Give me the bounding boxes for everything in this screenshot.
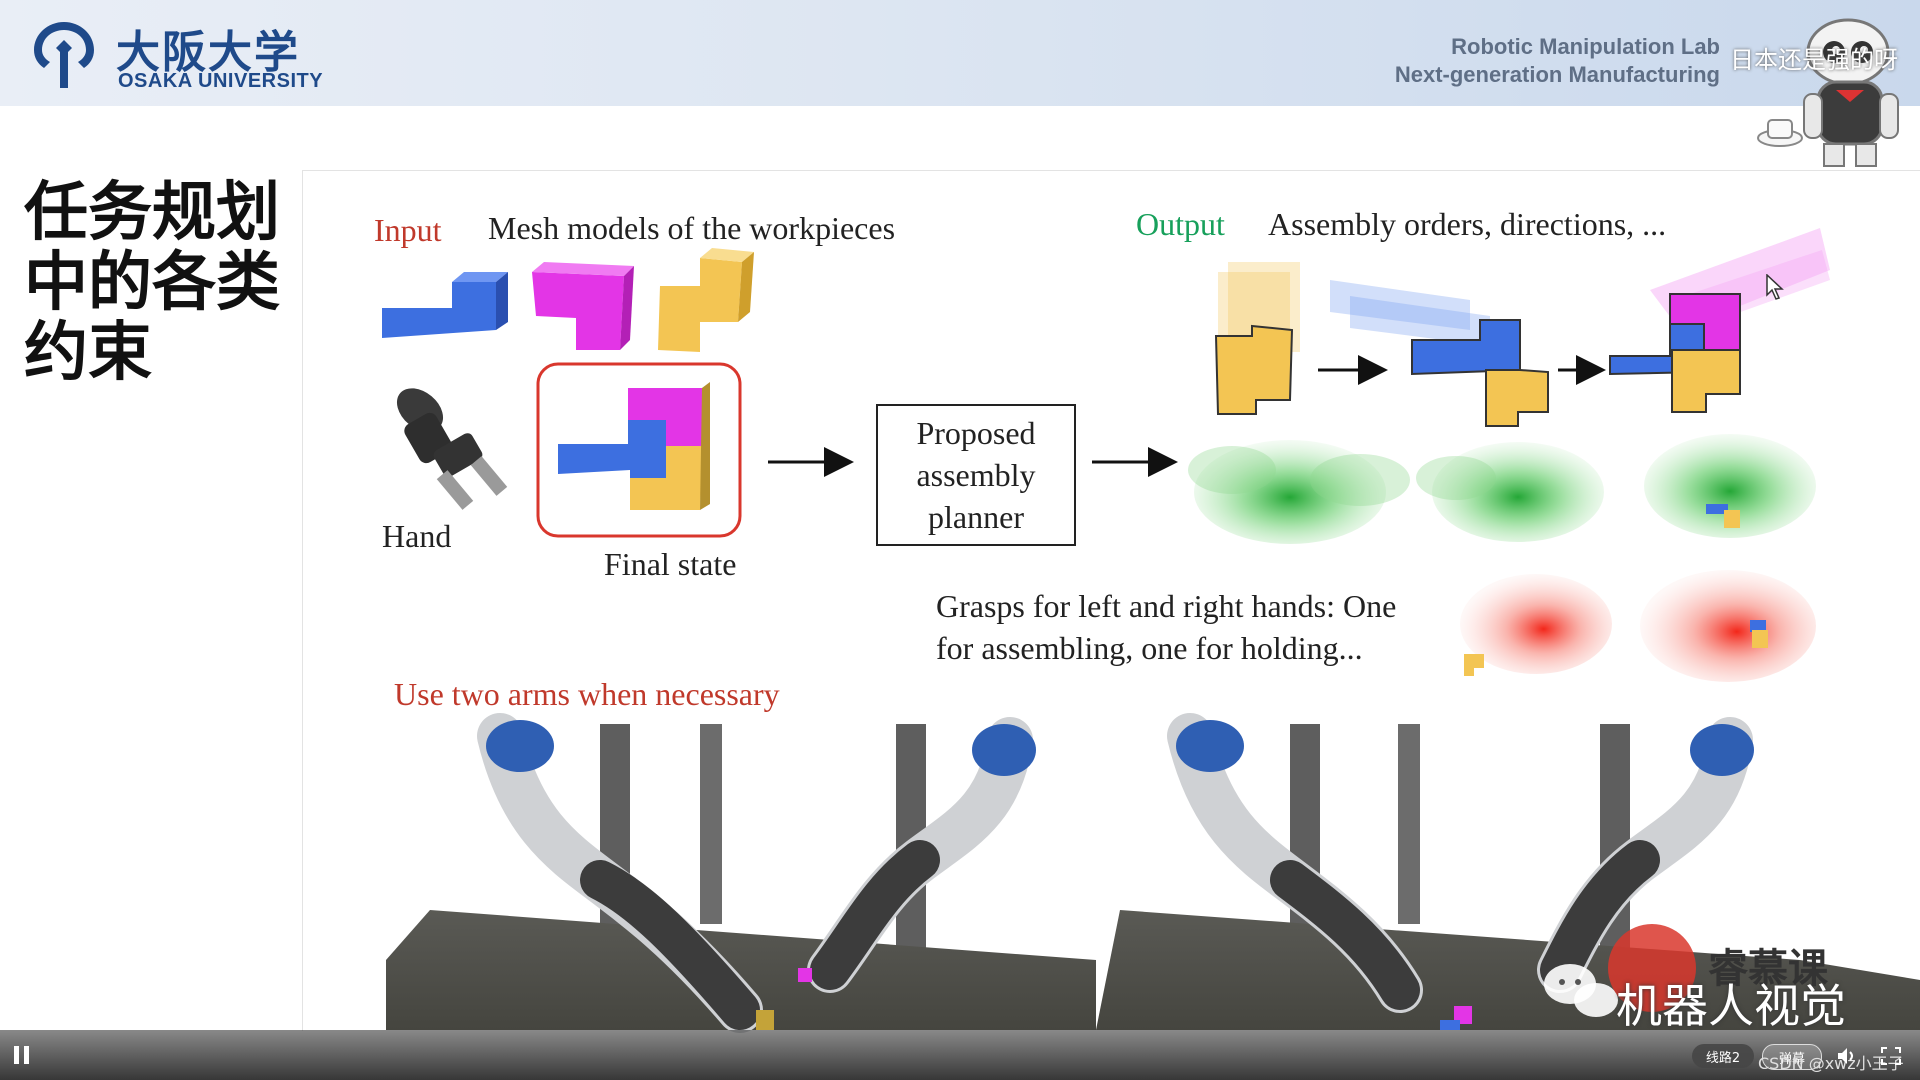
planner-line: planner [916, 496, 1035, 538]
input-description: Mesh models of the workpieces [488, 210, 895, 247]
wechat-watermark: 机器人视觉 [1616, 970, 1846, 1036]
planner-line: Proposed [916, 412, 1035, 454]
pause-icon [14, 1046, 19, 1064]
grasp-caption-line2: for assembling, one for holding... [936, 630, 1363, 667]
grasp-caption-line1: Grasps for left and right hands: One [936, 588, 1396, 625]
volume-icon[interactable] [1836, 1046, 1858, 1066]
output-description: Assembly orders, directions, ... [1268, 206, 1666, 243]
simulation-left-panel [386, 720, 1096, 1030]
grasp-cloud-green-1 [1188, 440, 1410, 544]
route-select-button[interactable]: 线路2 [1692, 1044, 1754, 1068]
output-label: Output [1136, 206, 1225, 243]
output-step1-icon [1216, 262, 1300, 414]
grasp-cloud-green-2 [1416, 442, 1604, 542]
fullscreen-icon[interactable] [1880, 1046, 1902, 1066]
final-state-label: Final state [604, 546, 736, 583]
pause-button[interactable] [14, 1046, 34, 1066]
final-state-assembly-icon [558, 382, 710, 510]
hand-label: Hand [382, 518, 451, 555]
two-arms-caption: Use two arms when necessary [394, 676, 780, 713]
output-step3-icon [1610, 228, 1830, 412]
planner-box: Proposed assembly planner [876, 404, 1076, 546]
output-step2-icon [1330, 280, 1548, 426]
grasp-cloud-red-1 [1460, 574, 1612, 676]
planner-line: assembly [916, 454, 1035, 496]
grasp-cloud-red-2 [1640, 570, 1816, 682]
workpiece-magenta-icon [532, 262, 634, 350]
input-label: Input [374, 212, 442, 249]
mouse-cursor-icon [1766, 274, 1784, 300]
robot-hand-icon [389, 379, 508, 509]
workpiece-blue-icon [382, 272, 508, 338]
workpiece-yellow-icon [658, 248, 754, 352]
grasp-cloud-green-3 [1644, 434, 1816, 538]
video-control-bar [0, 1030, 1920, 1080]
pause-icon [24, 1046, 29, 1064]
